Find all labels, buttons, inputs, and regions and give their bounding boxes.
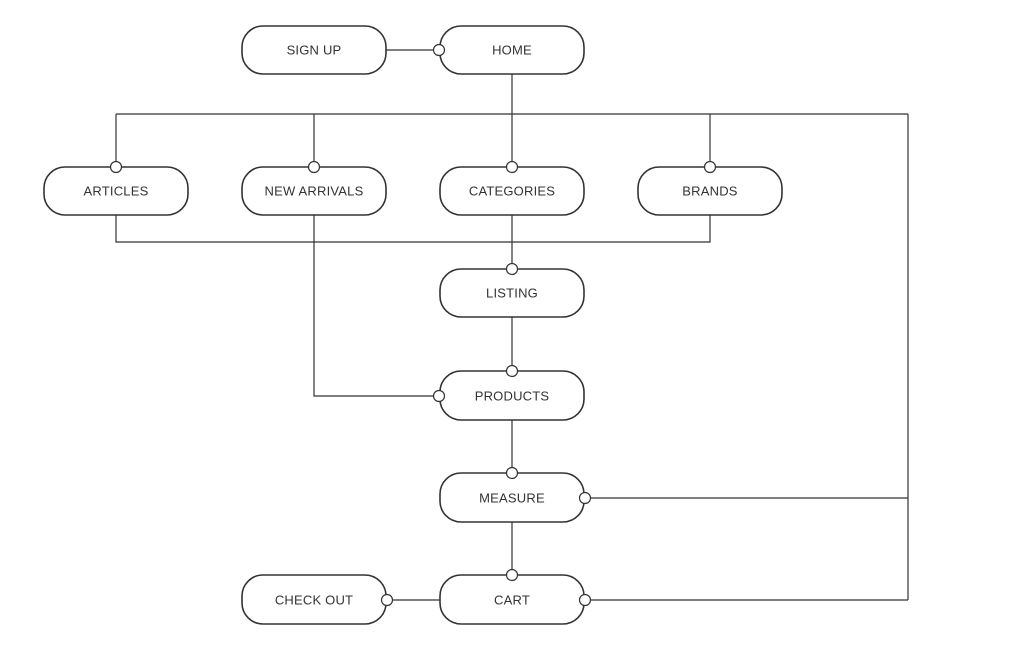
node-cart-label: CART bbox=[494, 593, 530, 608]
node-sign-up-label: SIGN UP bbox=[287, 43, 342, 58]
node-categories[interactable]: CATEGORIES bbox=[439, 166, 585, 216]
edge-new-arrivals-products bbox=[313, 215, 440, 397]
node-products[interactable]: PRODUCTS bbox=[439, 370, 585, 421]
port-categories-top bbox=[505, 160, 519, 174]
port-articles-top bbox=[109, 160, 123, 174]
port-check-out-right bbox=[380, 593, 394, 607]
node-check-out-label: CHECK OUT bbox=[275, 593, 353, 608]
node-check-out[interactable]: CHECK OUT bbox=[241, 574, 387, 625]
node-listing-label: LISTING bbox=[486, 286, 538, 301]
node-categories-label: CATEGORIES bbox=[469, 184, 555, 199]
port-products-top bbox=[505, 364, 519, 378]
port-products-left bbox=[432, 389, 446, 403]
port-home-left bbox=[432, 43, 446, 57]
node-cart[interactable]: CART bbox=[439, 574, 585, 625]
edge-brands-listing bbox=[512, 215, 711, 243]
port-listing-top bbox=[505, 262, 519, 276]
node-articles[interactable]: ARTICLES bbox=[43, 166, 189, 216]
node-listing[interactable]: LISTING bbox=[439, 268, 585, 318]
node-home-label: HOME bbox=[492, 43, 532, 58]
port-measure-right bbox=[578, 491, 592, 505]
edge-articles-listing bbox=[115, 215, 512, 243]
port-measure-top bbox=[505, 466, 519, 480]
node-measure[interactable]: MEASURE bbox=[439, 472, 585, 523]
node-new-arrivals[interactable]: NEW ARRIVALS bbox=[241, 166, 387, 216]
node-new-arrivals-label: NEW ARRIVALS bbox=[265, 184, 364, 199]
port-cart-top bbox=[505, 568, 519, 582]
port-new-arrivals-top bbox=[307, 160, 321, 174]
node-products-label: PRODUCTS bbox=[475, 389, 550, 404]
connectors bbox=[115, 49, 909, 601]
port-brands-top bbox=[703, 160, 717, 174]
node-brands-label: BRANDS bbox=[682, 184, 738, 199]
port-cart-right bbox=[578, 593, 592, 607]
node-sign-up[interactable]: SIGN UP bbox=[241, 25, 387, 75]
connection-ports bbox=[109, 43, 717, 607]
node-measure-label: MEASURE bbox=[479, 491, 545, 506]
node-brands[interactable]: BRANDS bbox=[637, 166, 783, 216]
node-home[interactable]: HOME bbox=[439, 25, 585, 75]
node-articles-label: ARTICLES bbox=[84, 184, 149, 199]
